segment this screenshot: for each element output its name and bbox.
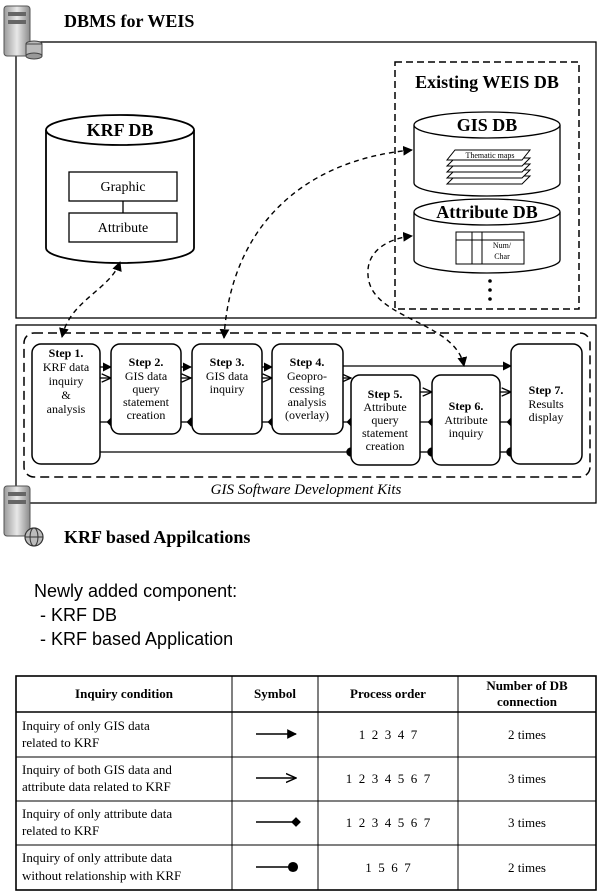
server-icon [3, 5, 43, 60]
row-1-condition-line-1: Inquiry of only GIS data [22, 718, 150, 733]
krf-db-connector [59, 261, 122, 338]
row-1-condition-line-2: related to KRF [22, 735, 99, 750]
apps-frame [15, 324, 597, 504]
graphic-box [68, 171, 178, 202]
attribute-label: Attribute [98, 221, 149, 236]
step-6-title: Step 6. [449, 399, 484, 413]
sdk-label: GIS Software Development Kits [211, 482, 402, 498]
step-2-box [110, 343, 182, 435]
step-7-line-1: Results [528, 397, 564, 411]
th-symbol: Symbol [254, 686, 296, 701]
step-2-line-3: statement [123, 395, 170, 409]
step-2-title: Step 2. [129, 355, 164, 369]
thematic-maps-label: Thematic maps [465, 151, 514, 160]
row-3-order: 1 2 3 4 5 6 7 [346, 815, 431, 830]
step-7-line-2: display [529, 410, 564, 424]
step-2-line-1: GIS data [125, 369, 168, 383]
step-4-line-1: Geopro- [287, 369, 327, 383]
step-2-line-4: creation [127, 408, 166, 422]
step-6-line-1: Attribute [444, 413, 487, 427]
existing-weis-db-title: Existing WEIS DB [415, 72, 559, 92]
row-4-condition-line-1: Inquiry of only attribute data [22, 850, 172, 865]
attribute-db-label: Attribute DB [436, 202, 538, 222]
step-3-line-1: GIS data [206, 369, 249, 383]
step-1-box [31, 343, 101, 465]
step-4-line-3: analysis [288, 395, 327, 409]
step-6-line-2: inquiry [449, 426, 484, 440]
step-1-line-2: inquiry [49, 374, 84, 388]
step-7-title: Step 7. [529, 383, 564, 397]
thematic-maps-stack-icon [445, 149, 532, 185]
step-6-box [431, 374, 501, 466]
step-5-line-3: statement [362, 426, 409, 440]
row-2-condition-line-1: Inquiry of both GIS data and [22, 762, 172, 777]
dbms-title: DBMS for WEIS [64, 11, 194, 31]
step-5-line-1: Attribute [363, 400, 406, 414]
server-globe-icon [3, 485, 44, 547]
gis-db-label: GIS DB [457, 115, 518, 135]
notes-item-1: - KRF DB [40, 605, 117, 625]
row-2-count: 3 times [508, 771, 546, 786]
more-dots-icon [488, 279, 492, 301]
row-3-count: 3 times [508, 815, 546, 830]
row-4-order: 1 5 6 7 [365, 860, 411, 875]
th-inquiry-condition: Inquiry condition [75, 686, 174, 701]
row-2-order: 1 2 3 4 5 6 7 [346, 771, 431, 786]
step-5-line-2: query [371, 413, 398, 427]
attribute-box [68, 212, 178, 243]
sdk-frame [23, 332, 591, 478]
step-1-title: Step 1. [49, 346, 84, 360]
attribute-table-icon [455, 231, 525, 265]
row-4-count: 2 times [508, 860, 546, 875]
num-char-label-1: Num/ [493, 241, 512, 250]
th-db-connection-2: connection [497, 694, 558, 709]
th-db-connection-1: Number of DB [486, 678, 568, 693]
th-process-order: Process order [350, 686, 426, 701]
row-2-condition-line-2: attribute data related to KRF [22, 779, 171, 794]
row-4-condition-line-2: without relationship with KRF [22, 868, 181, 883]
row-1-order: 1 2 3 4 7 [359, 727, 418, 742]
step-4-line-4: (overlay) [285, 408, 329, 422]
apps-title: KRF based Appilcations [64, 527, 250, 547]
step-5-title: Step 5. [368, 387, 403, 401]
row-1-count: 2 times [508, 727, 546, 742]
notes-heading: Newly added component: [34, 581, 237, 601]
step-4-line-2: cessing [289, 382, 324, 396]
step-3-line-2: inquiry [210, 382, 245, 396]
notes-item-2: - KRF based Application [40, 629, 233, 649]
step-1-line-1: KRF data [43, 360, 90, 374]
gis-db-connector [219, 145, 413, 339]
flow-lines [100, 361, 516, 457]
step-4-title: Step 4. [290, 355, 325, 369]
step-2-line-2: query [132, 382, 159, 396]
step-1-line-4: analysis [47, 402, 86, 416]
step-1-line-3: & [61, 388, 71, 402]
graphic-label: Graphic [100, 180, 145, 195]
legend-table [15, 675, 597, 891]
row-3-condition-line-2: related to KRF [22, 823, 99, 838]
step-7-box [510, 343, 583, 465]
step-3-box [191, 343, 263, 435]
step-3-title: Step 3. [210, 355, 245, 369]
num-char-label-2: Char [494, 252, 510, 261]
row-3-condition-line-1: Inquiry of only attribute data [22, 806, 172, 821]
step-4-box [271, 343, 344, 435]
krf-db-label: KRF DB [87, 120, 154, 140]
step-5-box [350, 374, 421, 466]
step-5-line-4: creation [366, 439, 405, 453]
